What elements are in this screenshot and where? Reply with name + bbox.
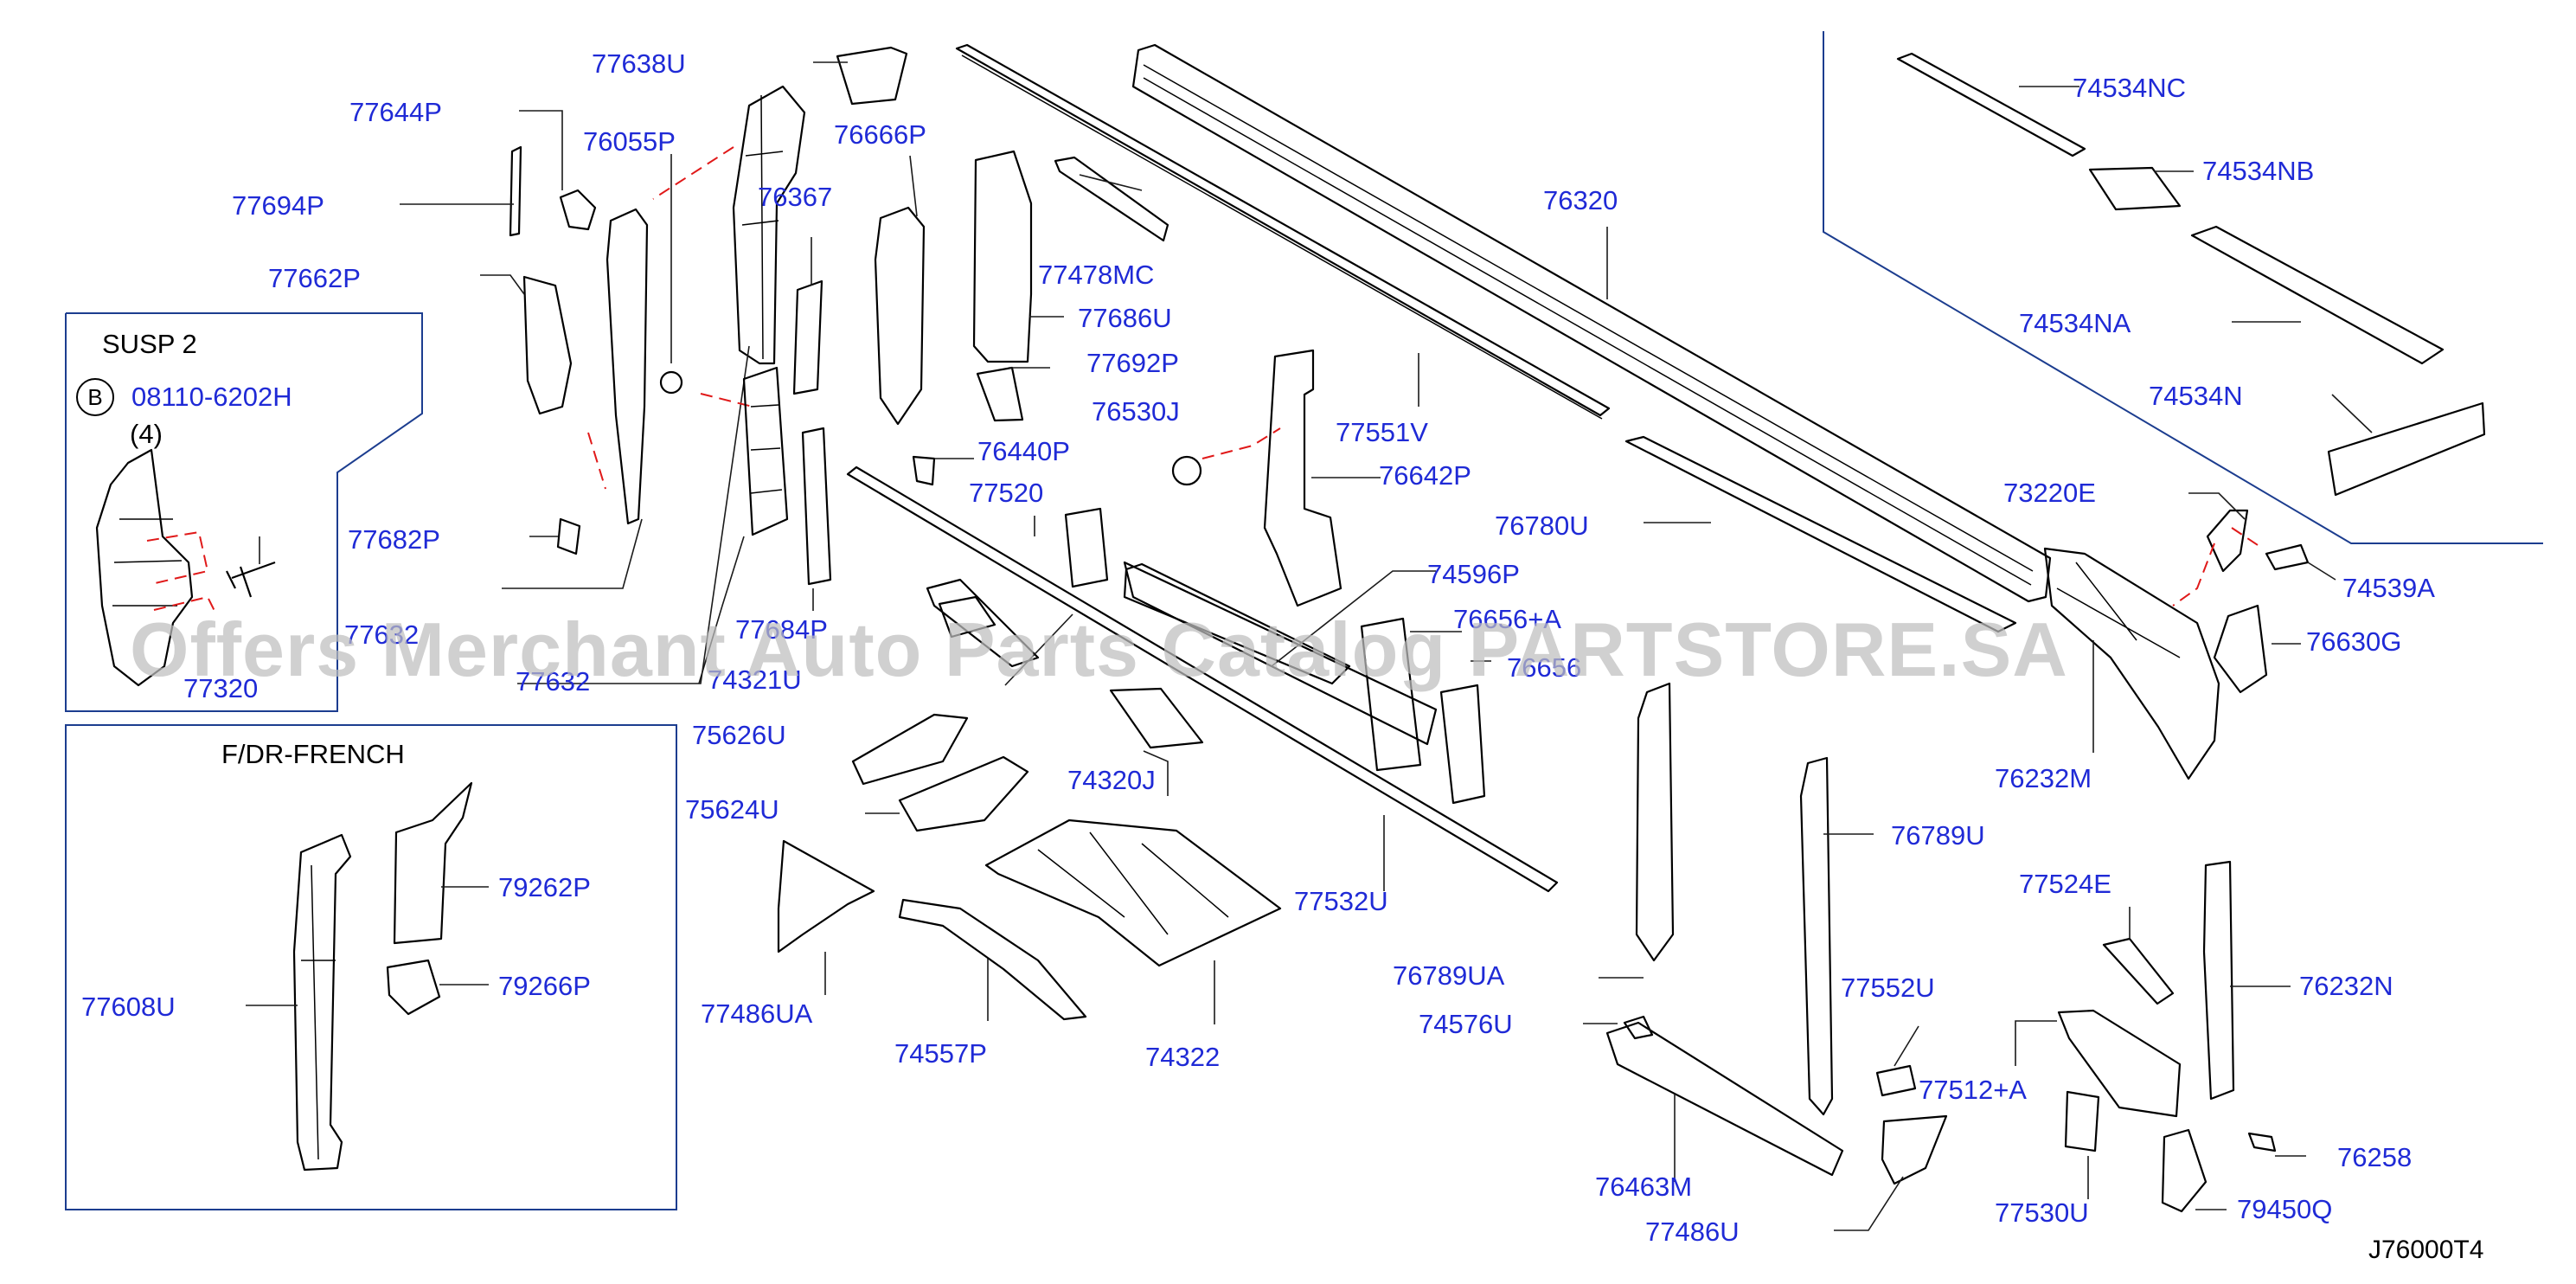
susp-inset-frame — [65, 312, 423, 712]
label-76642P[interactable]: 76642P — [1379, 460, 1471, 491]
label-77486U[interactable]: 77486U — [1645, 1217, 1740, 1247]
label-77638U[interactable]: 77638U — [592, 48, 686, 79]
rail-drawings — [846, 43, 2052, 893]
center-part-drawings — [777, 150, 1491, 1024]
label-74534NC[interactable]: 74534NC — [2073, 73, 2186, 103]
label-76320[interactable]: 76320 — [1543, 185, 1618, 215]
label-77644P[interactable]: 77644P — [349, 97, 442, 127]
label-76656[interactable]: 76656 — [1507, 652, 1582, 683]
label-76463M[interactable]: 76463M — [1595, 1172, 1693, 1202]
label-79450Q[interactable]: 79450Q — [2237, 1194, 2333, 1224]
label-76232M[interactable]: 76232M — [1995, 763, 2092, 793]
label-77694P[interactable]: 77694P — [232, 190, 324, 221]
label-77662P[interactable]: 77662P — [268, 263, 361, 293]
label-74576U[interactable]: 74576U — [1419, 1009, 1513, 1039]
french-inset-frame — [65, 724, 677, 1210]
insulator-group-frame — [1823, 31, 2543, 544]
label-75624U[interactable]: 75624U — [685, 794, 779, 825]
label-79262P[interactable]: 79262P — [498, 872, 591, 902]
label-76780U[interactable]: 76780U — [1495, 510, 1589, 541]
label-76656A[interactable]: 76656+A — [1453, 604, 1561, 634]
label-74534NB[interactable]: 74534NB — [2202, 156, 2315, 186]
label-77524E[interactable]: 77524E — [2019, 869, 2111, 899]
label-77486UA[interactable]: 77486UA — [701, 998, 813, 1029]
label-74321U[interactable]: 74321U — [708, 664, 802, 695]
label-77684P[interactable]: 77684P — [735, 614, 828, 645]
label-77608U[interactable]: 77608U — [81, 992, 176, 1022]
left-pillar-drawings — [400, 46, 926, 684]
label-76232N[interactable]: 76232N — [2299, 971, 2393, 1001]
label-76258[interactable]: 76258 — [2337, 1142, 2413, 1172]
label-77478MC[interactable]: 77478MC — [1038, 260, 1155, 290]
watermark-text: Offers Merchant Auto Parts Catalog PARTS… — [130, 607, 2068, 692]
label-77530U[interactable]: 77530U — [1995, 1197, 2089, 1228]
susp-inset-title: SUSP 2 — [102, 329, 197, 359]
label-77552U[interactable]: 77552U — [1841, 973, 1935, 1003]
label-76789UA[interactable]: 76789UA — [1393, 960, 1505, 991]
french-inset-title: F/DR-FRENCH — [221, 739, 405, 769]
label-77692P[interactable]: 77692P — [1086, 348, 1179, 378]
label-77512A[interactable]: 77512+A — [1919, 1075, 2027, 1105]
label-74320J[interactable]: 74320J — [1067, 765, 1156, 795]
french-parts-drawing — [246, 781, 489, 1172]
bolt-part-label[interactable]: 08110-6202H — [131, 382, 292, 412]
label-74534N[interactable]: 74534N — [2149, 381, 2243, 411]
label-76055P[interactable]: 76055P — [583, 126, 676, 157]
bolt-marker-b: B — [76, 378, 114, 416]
right-part-drawings — [1583, 52, 2486, 1231]
label-74596P[interactable]: 74596P — [1427, 559, 1520, 589]
label-76530J[interactable]: 76530J — [1092, 396, 1180, 427]
label-76789U[interactable]: 76789U — [1891, 820, 1985, 851]
label-74539A[interactable]: 74539A — [2342, 573, 2435, 603]
label-74534NA[interactable]: 74534NA — [2019, 308, 2131, 338]
label-77551V[interactable]: 77551V — [1336, 417, 1428, 447]
label-74322[interactable]: 74322 — [1145, 1042, 1221, 1072]
label-76440P[interactable]: 76440P — [977, 436, 1070, 466]
diagram-code: J76000T4 — [2368, 1236, 2484, 1264]
label-79266P[interactable]: 79266P — [498, 971, 591, 1001]
label-77520[interactable]: 77520 — [969, 478, 1044, 508]
label-77682P[interactable]: 77682P — [348, 524, 440, 555]
label-74557P[interactable]: 74557P — [894, 1038, 987, 1069]
label-76630G[interactable]: 76630G — [2306, 626, 2402, 657]
susp-panel-drawing — [95, 448, 276, 687]
label-77632[interactable]: 77632 — [344, 620, 420, 650]
bolt-qty-label: (4) — [130, 419, 163, 449]
label-73220E[interactable]: 73220E — [2003, 478, 2096, 508]
label-77632-b[interactable]: 77632 — [516, 666, 591, 697]
label-77532U[interactable]: 77532U — [1294, 886, 1388, 916]
label-77320[interactable]: 77320 — [183, 673, 259, 703]
label-75626U[interactable]: 75626U — [692, 720, 786, 750]
label-76666P[interactable]: 76666P — [834, 119, 926, 150]
label-77686U[interactable]: 77686U — [1078, 303, 1172, 333]
label-76367[interactable]: 76367 — [758, 182, 833, 212]
